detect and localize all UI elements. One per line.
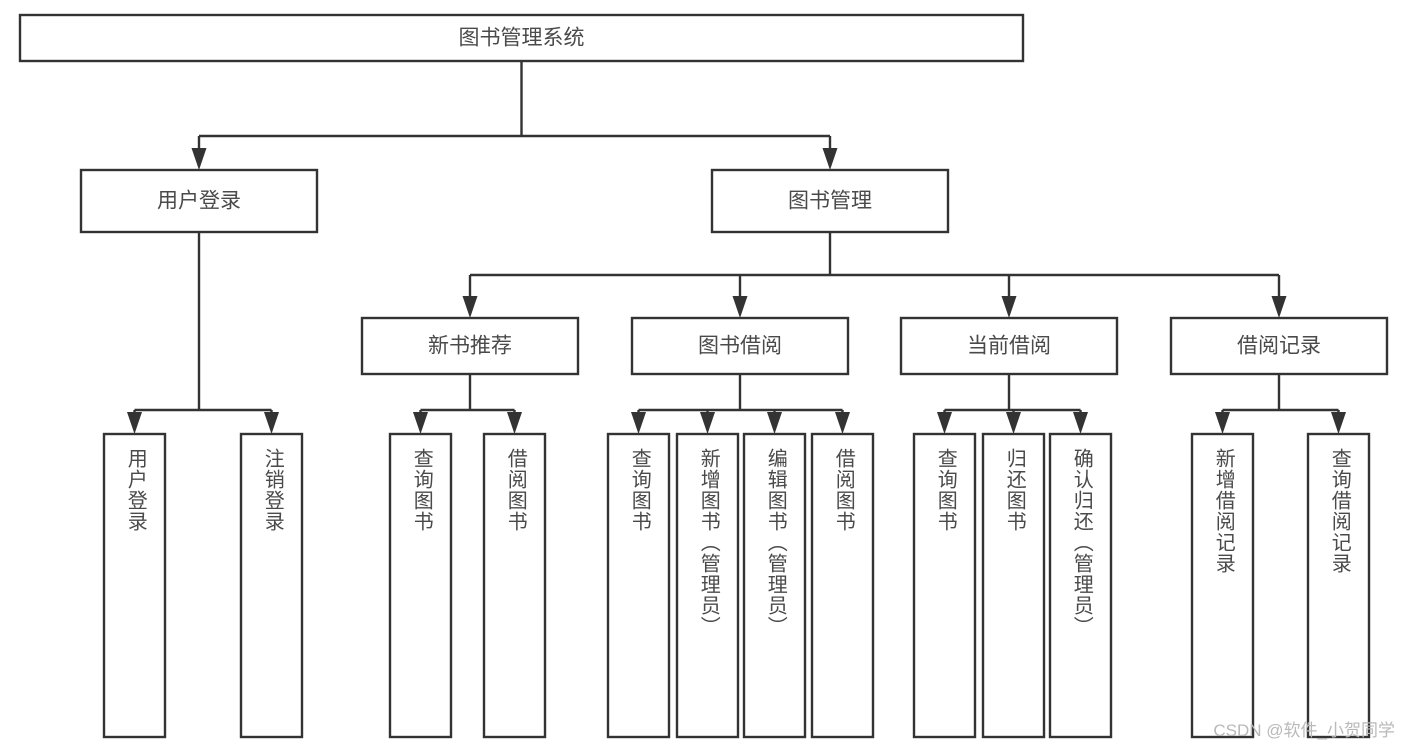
arrow-head-icon	[1331, 412, 1346, 434]
arrow-head-icon	[700, 412, 715, 434]
node-leaf-5-rect[interactable]	[675, 432, 740, 739]
node-root[interactable]	[18, 13, 1025, 63]
arrow-head-icon	[1006, 412, 1021, 434]
arrow-head-icon	[1001, 296, 1017, 318]
node-level3-0-label: 新书推荐	[428, 335, 512, 358]
node-leaf-1[interactable]	[239, 432, 304, 739]
node-leaf-2[interactable]	[388, 432, 453, 739]
node-level3-0-rect[interactable]	[360, 316, 580, 376]
arrow-head-icon	[767, 412, 782, 434]
node-leaf-4-rect[interactable]	[606, 432, 671, 739]
arrow-head-icon	[127, 412, 142, 434]
node-leaf-1-rect[interactable]	[239, 432, 304, 739]
node-level2-1-label: 图书管理	[788, 190, 872, 213]
node-leaf-6-rect[interactable]	[742, 432, 807, 739]
arrow-head-icon	[937, 412, 952, 434]
node-level3-3[interactable]	[1169, 316, 1389, 376]
node-level2-1-rect[interactable]	[710, 168, 950, 234]
node-level2-0-label: 用户登录	[157, 190, 241, 213]
arrow-head-icon	[1215, 412, 1230, 434]
node-root-rect[interactable]	[18, 13, 1025, 63]
arrow-head-icon	[732, 296, 748, 318]
node-leaf-0[interactable]	[102, 432, 167, 739]
node-level3-2-label: 当前借阅	[967, 335, 1051, 358]
arrow-head-icon	[264, 412, 279, 434]
node-leaf-11[interactable]	[1190, 432, 1255, 739]
node-leaf-5[interactable]	[675, 432, 740, 739]
node-level2-0[interactable]	[79, 168, 319, 234]
node-leaf-8-rect[interactable]	[912, 432, 977, 739]
arrow-head-icon	[631, 412, 646, 434]
node-leaf-10-rect[interactable]	[1048, 432, 1113, 739]
arrow-head-icon	[1073, 412, 1088, 434]
arrow-head-icon	[822, 148, 838, 170]
node-leaf-9[interactable]	[981, 432, 1046, 739]
node-level3-3-label: 借阅记录	[1237, 335, 1321, 358]
watermark-text: CSDN @软件_小贺同学	[1213, 721, 1395, 740]
node-level3-2[interactable]	[899, 316, 1119, 376]
node-leaf-7-rect[interactable]	[810, 432, 875, 739]
node-level3-2-rect[interactable]	[899, 316, 1119, 376]
arrow-head-icon	[462, 296, 478, 318]
node-leaf-10[interactable]	[1048, 432, 1113, 739]
node-leaf-12[interactable]	[1306, 432, 1371, 739]
node-leaf-0-rect[interactable]	[102, 432, 167, 739]
node-leaf-3-rect[interactable]	[482, 432, 547, 739]
node-leaf-7[interactable]	[810, 432, 875, 739]
node-leaf-4[interactable]	[606, 432, 671, 739]
node-level2-1[interactable]	[710, 168, 950, 234]
node-level3-3-rect[interactable]	[1169, 316, 1389, 376]
node-leaf-8[interactable]	[912, 432, 977, 739]
node-level3-0[interactable]	[360, 316, 580, 376]
arrow-head-icon	[1271, 296, 1287, 318]
node-leaf-2-rect[interactable]	[388, 432, 453, 739]
node-root-label: 图书管理系统	[459, 27, 585, 50]
node-leaf-6[interactable]	[742, 432, 807, 739]
node-level3-1-label: 图书借阅	[698, 335, 782, 358]
node-leaf-3[interactable]	[482, 432, 547, 739]
node-leaf-12-rect[interactable]	[1306, 432, 1371, 739]
node-leaf-11-rect[interactable]	[1190, 432, 1255, 739]
node-leaf-9-rect[interactable]	[981, 432, 1046, 739]
node-level2-0-rect[interactable]	[79, 168, 319, 234]
arrow-head-icon	[835, 412, 850, 434]
node-level3-1-rect[interactable]	[630, 316, 850, 376]
arrow-head-icon	[413, 412, 428, 434]
arrow-head-icon	[507, 412, 522, 434]
arrow-head-icon	[191, 148, 207, 170]
node-level3-1[interactable]	[630, 316, 850, 376]
